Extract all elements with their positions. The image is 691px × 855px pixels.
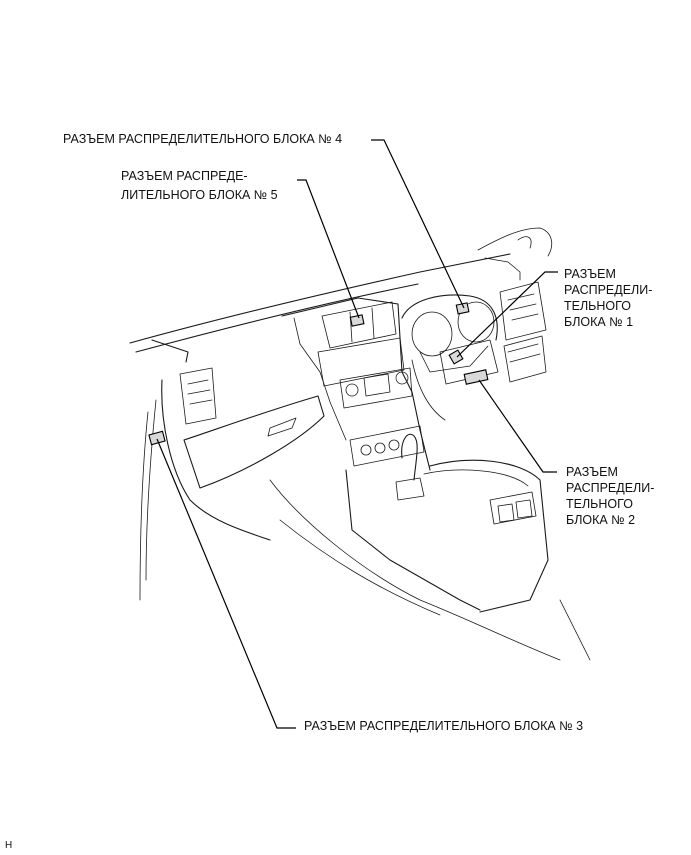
- leader-jb1: [456, 271, 558, 358]
- center-console: [345, 469, 481, 611]
- label-jb2-line3: ТЕЛЬНОГО: [566, 497, 633, 511]
- a-pillar: [477, 227, 553, 257]
- label-jb1-line3: ТЕЛЬНОГО: [564, 299, 631, 313]
- glovebox: [183, 395, 325, 489]
- leader-jb2: [478, 379, 557, 473]
- label-jb3: РАЗЪЕМ РАСПРЕДЕЛИТЕЛЬНОГО БЛОКА № 3: [304, 718, 583, 734]
- left-door-edge: [139, 411, 149, 601]
- leader-jb4: [371, 139, 465, 309]
- connector-jb2: [463, 369, 489, 385]
- right-vent-upper: [499, 281, 547, 341]
- label-jb2-line4: БЛОКА № 2: [566, 513, 636, 527]
- floor-outline: [269, 479, 561, 661]
- connector-jb5: [349, 314, 365, 327]
- label-jb1-line4: БЛОКА № 1: [564, 315, 634, 329]
- climate-panel: [339, 367, 413, 409]
- leader-jb5: [297, 179, 360, 319]
- label-jb2: РАЗЪЕМ РАСПРЕДЕЛИ- ТЕЛЬНОГО БЛОКА № 2: [566, 464, 654, 528]
- label-jb2-line2: РАСПРЕДЕЛИ-: [566, 481, 655, 495]
- right-vent-lower: [503, 335, 547, 383]
- label-jb4: РАЗЪЕМ РАСПРЕДЕЛИТЕЛЬНОГО БЛОКА № 4: [63, 131, 342, 147]
- instrument-cluster: [401, 294, 498, 341]
- label-jb4-line1: РАЗЪЕМ РАСПРЕДЕЛИТЕЛЬНОГО БЛОКА № 4: [63, 132, 343, 146]
- label-jb1: РАЗЪЕМ РАСПРЕДЕЛИ- ТЕЛЬНОГО БЛОКА № 1: [564, 266, 652, 330]
- label-jb1-line1: РАЗЪЕМ: [564, 267, 616, 281]
- corner-mark: H: [5, 840, 13, 851]
- connector-jb3: [148, 430, 166, 446]
- leader-jb3: [156, 438, 296, 729]
- label-jb5: РАЗЪЕМ РАСПРЕДЕ- ЛИТЕЛЬНОГО БЛОКА № 5: [121, 168, 278, 203]
- label-jb5-line1: РАЗЪЕМ РАСПРЕДЕ-: [121, 169, 248, 183]
- label-jb2-line1: РАЗЪЕМ: [566, 465, 618, 479]
- gear-shifter: [401, 433, 418, 481]
- center-display: [321, 301, 397, 349]
- dashboard-top-edge: [129, 253, 511, 344]
- label-jb3-line1: РАЗЪЕМ РАСПРЕДЕЛИТЕЛЬНОГО БЛОКА № 3: [304, 719, 584, 733]
- connector-jb1: [448, 349, 464, 365]
- label-jb1-line2: РАСПРЕДЕЛИ-: [564, 283, 653, 297]
- label-jb5-line2: ЛИТЕЛЬНОГО БЛОКА № 5: [121, 188, 278, 202]
